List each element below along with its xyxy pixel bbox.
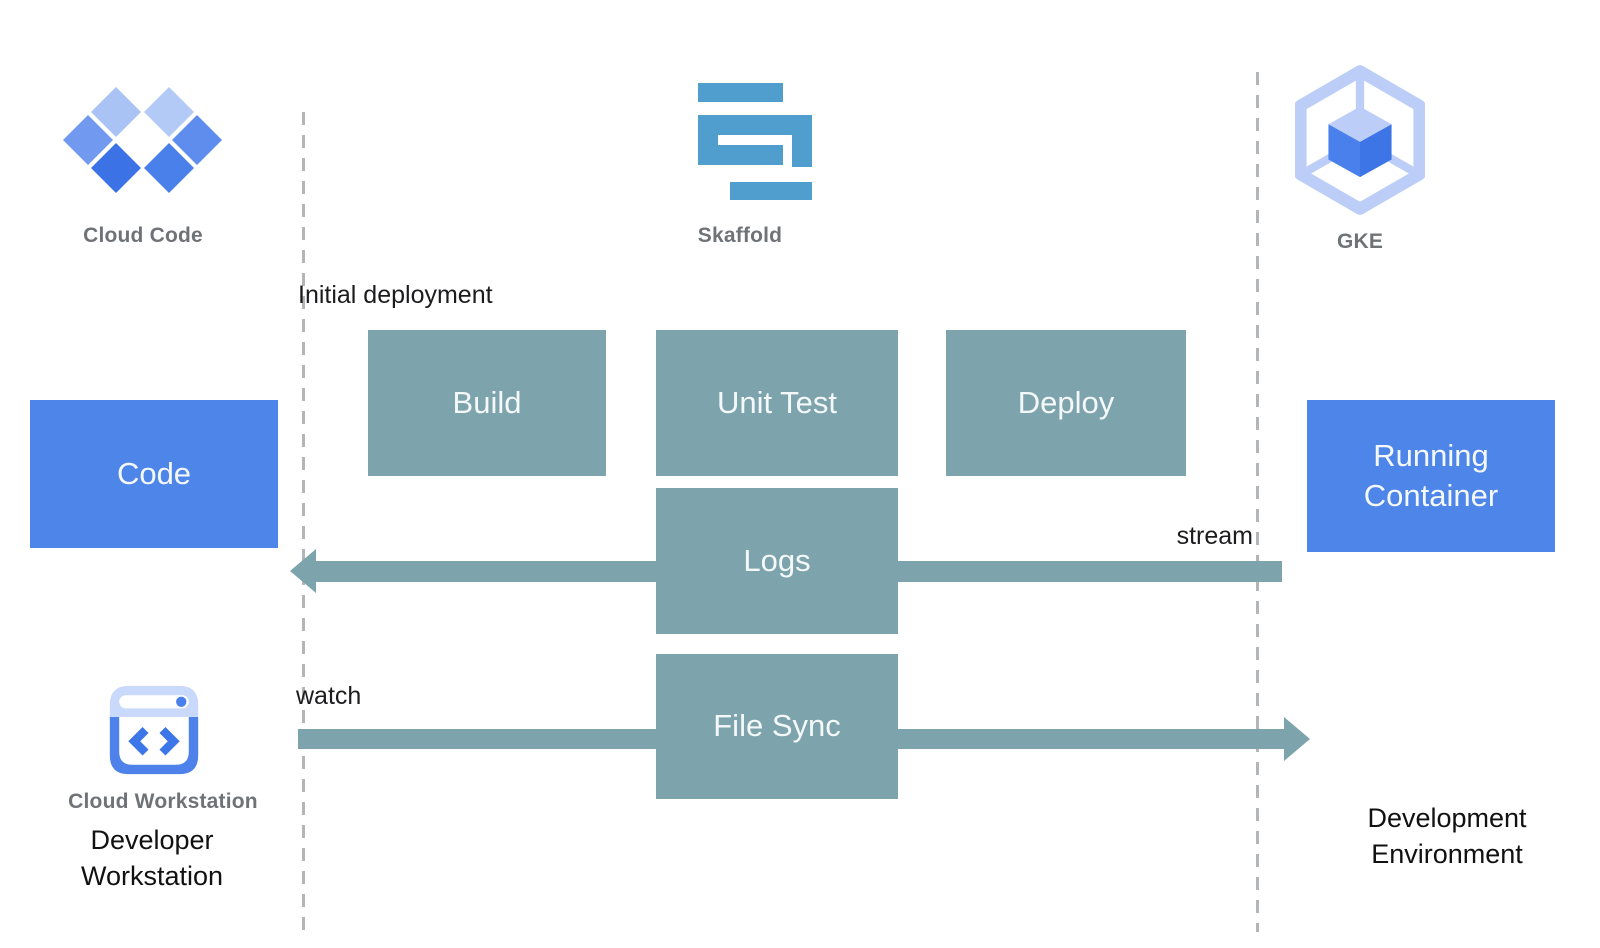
logs-box: Logs [656, 488, 898, 634]
stream-arrowhead-left [290, 549, 316, 593]
cloud-code-label: Cloud Code [83, 224, 203, 247]
unit-test-box: Unit Test [656, 330, 898, 476]
watch-arrowhead-right [1284, 717, 1310, 761]
gke-label: GKE [1336, 230, 1384, 253]
initial-deployment-label: Initial deployment [298, 281, 493, 309]
cloud-code-icon [62, 86, 223, 194]
development-environment-caption: Development Environment [1367, 803, 1527, 870]
left-lane-divider [302, 112, 305, 932]
cloud-workstation-icon [107, 682, 201, 778]
build-box: Build [368, 330, 606, 476]
skaffold-icon [683, 78, 815, 203]
cloud-workstation-label: Cloud Workstation [68, 790, 258, 813]
code-box: Code [30, 400, 278, 548]
right-lane-divider [1256, 72, 1259, 932]
developer-workstation-caption: Developer Workstation [80, 825, 224, 892]
gke-icon [1294, 65, 1426, 215]
stream-label: stream [1176, 522, 1253, 550]
file-sync-box: File Sync [656, 654, 898, 799]
running-container-box: Running Container [1307, 400, 1555, 552]
deploy-box: Deploy [946, 330, 1186, 476]
watch-label: watch [296, 682, 362, 710]
skaffold-label: Skaffold [697, 224, 783, 247]
